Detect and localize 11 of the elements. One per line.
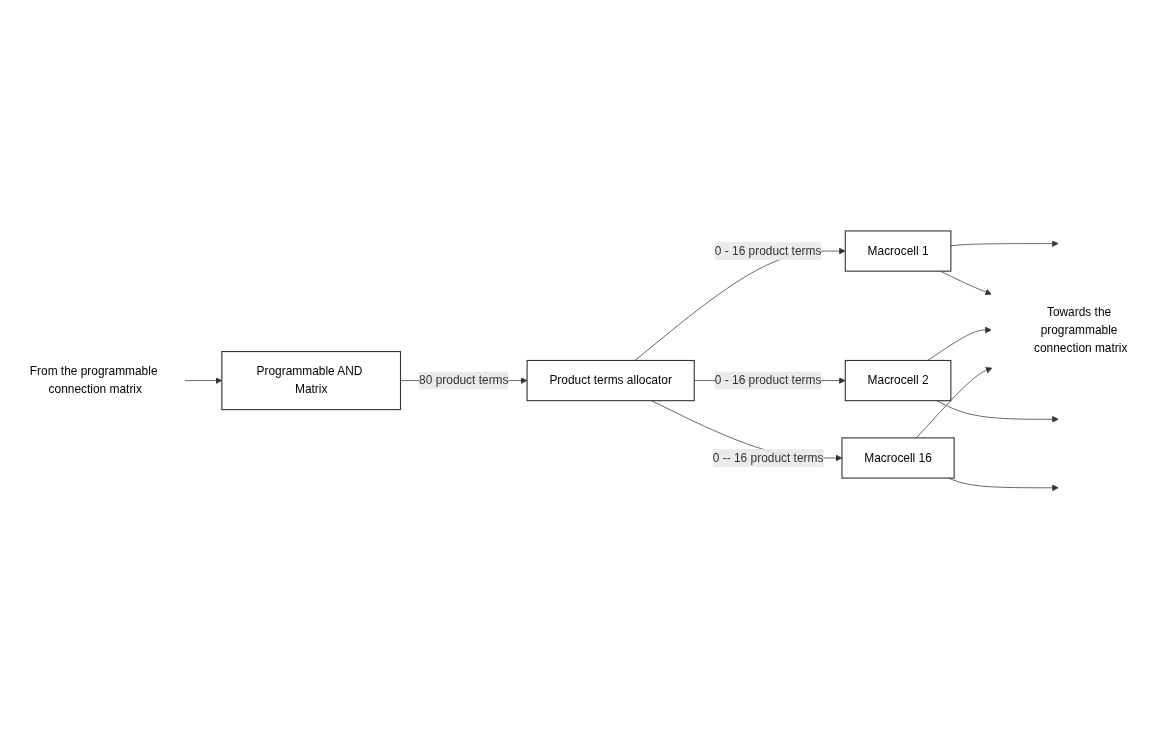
node-box: Macrocell 1 — [844, 230, 952, 272]
node-box: Macrocell 16 — [841, 437, 955, 479]
node-box: Macrocell 2 — [844, 359, 952, 402]
edge-label: 0 - 16 product terms — [714, 373, 822, 387]
edge-label: 0 -- 16 product terms — [712, 451, 824, 464]
node-text: Towards the programmable connection matrix — [1034, 305, 1128, 354]
node-box: Programmable AND Matrix — [221, 351, 402, 411]
edge-label: 0 - 16 product terms — [714, 244, 822, 258]
edge-label: 80 product terms — [419, 373, 509, 387]
node-text: From the programmable connection matrix — [29, 364, 158, 396]
node-box: Product terms allocator — [526, 359, 695, 402]
